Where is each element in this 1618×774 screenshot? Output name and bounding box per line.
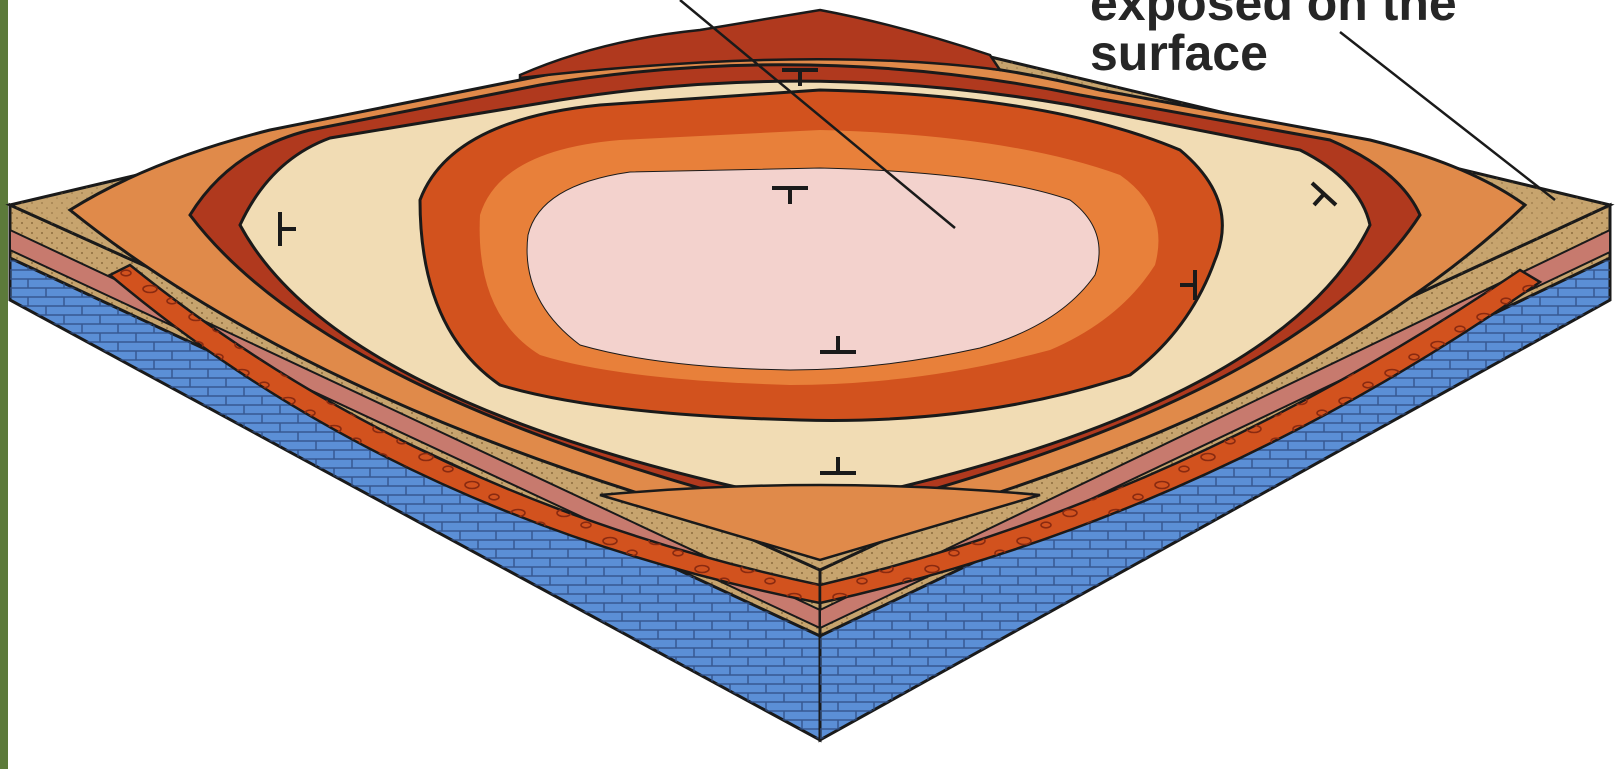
- callout-text-line2: surface: [1090, 24, 1268, 82]
- top-surface: [10, 10, 1610, 570]
- left-frame-strip: [0, 0, 8, 769]
